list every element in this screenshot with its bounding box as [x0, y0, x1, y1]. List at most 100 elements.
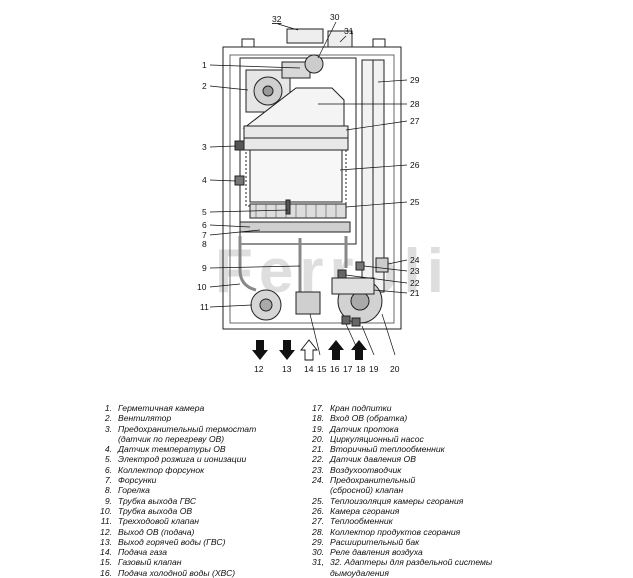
boiler-diagram: Ferroli [197, 12, 444, 374]
legend-text: Электрод розжига и ионизации [118, 454, 247, 465]
legend-number: 18. [312, 413, 324, 424]
legend-item: 26. Камера сгорания [307, 506, 492, 516]
legend-number: 17. [312, 403, 324, 413]
legend-item: 30.Реле давления воздуха [307, 547, 492, 557]
marker-9: 9 [202, 263, 207, 273]
legend-text: 32. Адаптеры для раздельной системы [330, 557, 493, 568]
legend-item: 29.Расширительный бак [307, 537, 492, 547]
legend-item: 15.Газовый клапан [95, 557, 256, 567]
legend-number: 26. [312, 505, 324, 516]
legend-text: Подача холодной воды (ХВС) [118, 567, 236, 578]
legend-item: 19. Датчик протока [307, 424, 492, 434]
legend-item: 10.Трубка выхода ОВ [95, 506, 256, 516]
legend-item: (датчик по перегреву ОВ) [95, 434, 256, 444]
legend-number: 2. [104, 413, 112, 424]
legend-item: 6.Коллектор форсунок [95, 465, 256, 475]
marker-24: 24 [410, 255, 420, 265]
legend-text: Датчик протока [330, 423, 399, 434]
legend-text: (датчик по перегреву ОВ) [118, 433, 225, 444]
legend-text: Вход ОВ (обратка) [330, 413, 408, 424]
legend-item: 5.Электрод розжига и ионизации [95, 454, 256, 464]
legend-text: Вторичный теплообменник [330, 444, 445, 455]
legend-item: 7. Форсунки [95, 475, 256, 485]
ignition-electrode [285, 199, 291, 215]
legend-text: Горелка [118, 485, 150, 496]
legend-text: Датчик давления ОВ [330, 454, 416, 465]
legend-text: (сбросной) клапан [330, 485, 404, 496]
legend-item: 22.Датчик давления ОВ [307, 454, 492, 464]
marker-17: 17 [343, 364, 353, 374]
legend-item: (сбросной) клапан [307, 485, 492, 495]
legend-right: 17. Кран подпитки 18. Вход ОВ (обратка) 19. Д… [307, 403, 492, 578]
legend-item: 14.Подача газа [95, 547, 256, 557]
legend-number: 27. [312, 516, 324, 527]
legend-item: 8. Горелка [95, 485, 256, 495]
legend-number: 15. [100, 557, 112, 568]
marker-32: 32 [272, 14, 282, 24]
legend-text: Теплообменник [330, 516, 393, 527]
legend-text: Датчик температуры ОВ [118, 444, 226, 455]
flue-adapter-32 [286, 28, 324, 44]
legend-number: 9. [104, 495, 112, 506]
marker-14: 14 [304, 364, 314, 374]
legend-number: 19. [312, 423, 324, 434]
legend-number: 1. [104, 403, 112, 413]
legend-text: Трехходовой клапан [118, 516, 200, 527]
legend-item: 18. Вход ОВ (обратка) [307, 413, 492, 423]
marker-2: 2 [202, 81, 207, 91]
legend-text: Камера сгорания [330, 505, 400, 516]
arrow-up-icon [351, 340, 367, 360]
legend-number: 11. [100, 516, 112, 527]
legend-text: Трубка выхода ГВС [118, 495, 197, 506]
legend-item: 3.Предохранительный термостат [95, 424, 256, 434]
legend-text: Форсунки [118, 475, 157, 486]
marker-15: 15 [317, 364, 327, 374]
legend-item: 1.Герметичная камера [95, 403, 256, 413]
nozzle-manifold [239, 221, 351, 233]
legend-number: 8. [104, 485, 112, 496]
legend-text: Подача газа [118, 547, 167, 558]
marker-25: 25 [410, 197, 420, 207]
legend-item: 17. Кран подпитки [307, 403, 492, 413]
legend-text: Реле давления воздуха [330, 547, 423, 558]
marker-8: 8 [202, 239, 207, 249]
legend-text: Теплоизоляция камеры сгорания [330, 495, 464, 506]
marker-6: 6 [202, 220, 207, 230]
legend-text: Кран подпитки [330, 403, 392, 413]
marker-30: 30 [330, 12, 340, 22]
marker-18: 18 [356, 364, 366, 374]
legend-number: 28. [312, 526, 324, 537]
ch-pressure-sensor [337, 269, 347, 279]
marker-10: 10 [197, 282, 207, 292]
legend-item: 21.Вторичный теплообменник [307, 444, 492, 454]
dhw-pipe [238, 236, 257, 292]
legend-item: 28.Коллектор продуктов сгорания [307, 527, 492, 537]
legend-item: 25.Теплоизоляция камеры сгорания [307, 496, 492, 506]
legend-number: 31, [312, 557, 324, 568]
marker-19: 19 [369, 364, 379, 374]
legend-item: дымоудаления [307, 568, 492, 578]
legend-number: 10. [100, 505, 112, 516]
marker-31: 31 [344, 26, 354, 36]
legend-number: 29. [312, 536, 324, 547]
connection-arrows [252, 339, 367, 361]
marker-12: 12 [254, 364, 264, 374]
legend-text: Предохранительный [330, 475, 416, 486]
legend-item: 11. Трехходовой клапан [95, 516, 256, 526]
marker-7: 7 [202, 230, 207, 240]
legend-item: 9. Трубка выхода ГВС [95, 496, 256, 506]
legend-item: 20.Циркуляционный насос [307, 434, 492, 444]
gas-valve [295, 291, 321, 315]
marker-20: 20 [390, 364, 400, 374]
legend-text: Выход ОВ (подача) [118, 526, 195, 537]
legend-item: 12.Выход ОВ (подача) [95, 527, 256, 537]
marker-26: 26 [410, 160, 420, 170]
legend-text: Воздухоотводчик [330, 464, 402, 475]
legend-number: 7. [104, 475, 112, 486]
secondary-exchanger [331, 277, 375, 295]
legend-number [95, 434, 118, 444]
marker-27: 27 [410, 116, 420, 126]
safety-valve [375, 257, 389, 273]
legend-item: 31, 32. Адаптеры для раздельной системы [307, 557, 492, 567]
